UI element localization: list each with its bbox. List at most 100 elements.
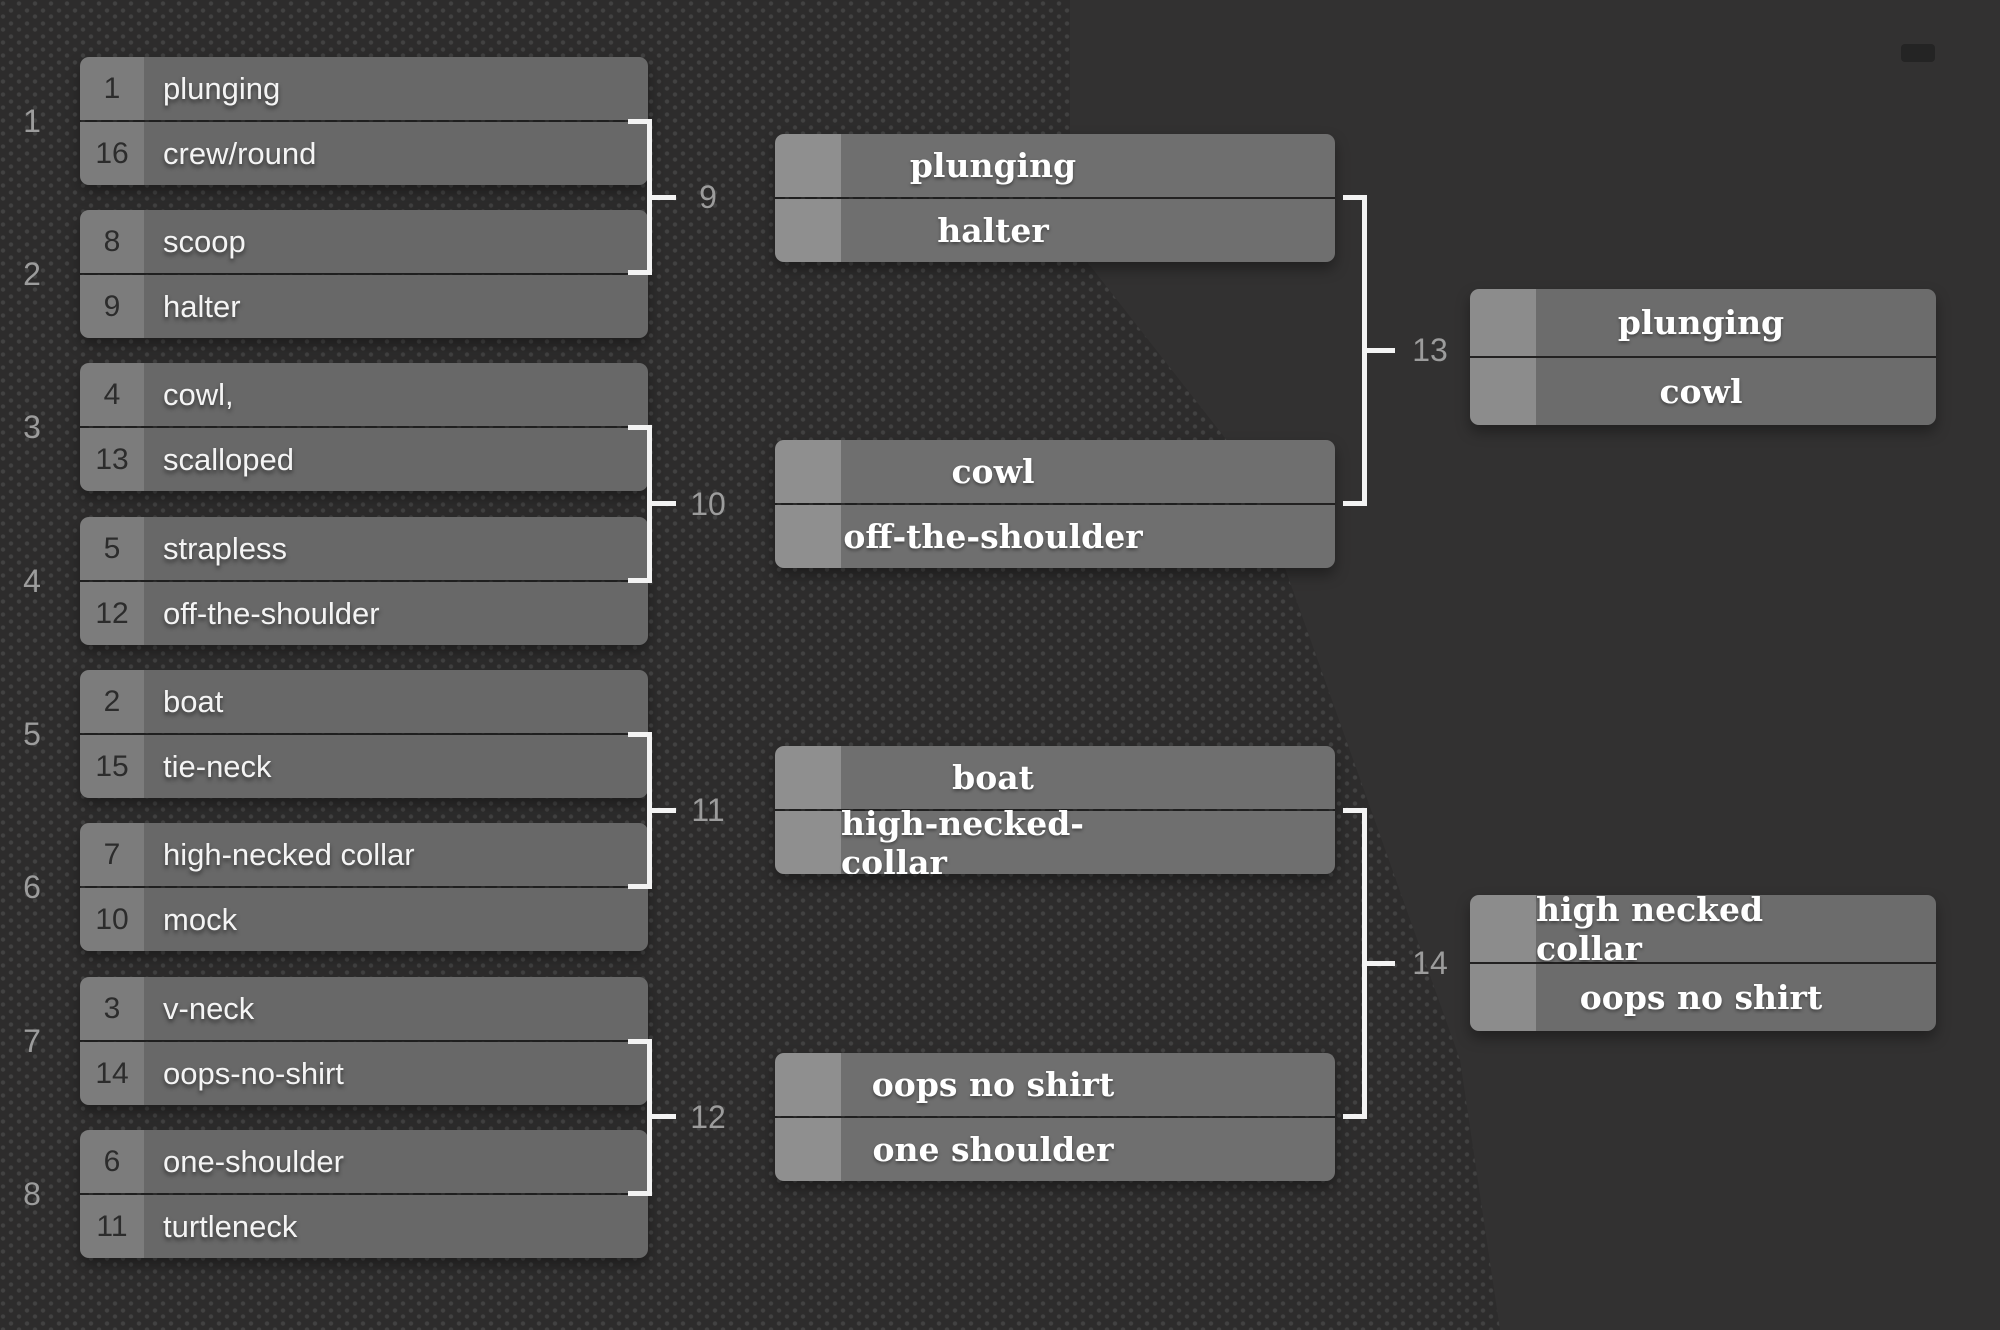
entrant-name: tie-neck bbox=[144, 735, 648, 798]
entrant-name: high-necked collar bbox=[144, 823, 648, 886]
seed-number: 3 bbox=[80, 977, 144, 1040]
bracket-slot[interactable]: cowl bbox=[1470, 356, 1936, 425]
bracket-slot[interactable]: 16 crew/round bbox=[80, 120, 648, 185]
bracket-slot[interactable]: 14 oops-no-shirt bbox=[80, 1040, 648, 1105]
connector-bracket bbox=[1343, 195, 1367, 506]
match-12: oops no shirt one shoulder bbox=[775, 1053, 1335, 1181]
entrant-name: one shoulder bbox=[841, 1118, 1335, 1181]
seed-cell-empty bbox=[775, 440, 841, 503]
entrant-name: boat bbox=[841, 746, 1335, 809]
seed-cell-empty bbox=[1470, 289, 1536, 356]
entrant-name: halter bbox=[144, 275, 648, 338]
bracket-slot[interactable]: 8 scoop bbox=[80, 210, 648, 273]
match-number-label: 13 bbox=[1412, 332, 1448, 368]
seed-number: 15 bbox=[80, 735, 144, 798]
connector-stub bbox=[650, 1114, 676, 1119]
match-10: cowl off-the-shoulder bbox=[775, 440, 1335, 568]
seed-cell-empty bbox=[1470, 358, 1536, 425]
entrant-name: off-the-shoulder bbox=[144, 582, 648, 645]
connector-bracket bbox=[628, 732, 652, 889]
entrant-name: strapless bbox=[144, 517, 648, 580]
bracket-slot[interactable]: 3 v-neck bbox=[80, 977, 648, 1040]
seed-number: 10 bbox=[80, 888, 144, 951]
bracket-slot[interactable]: 4 cowl, bbox=[80, 363, 648, 426]
bracket-slot[interactable]: 12 off-the-shoulder bbox=[80, 580, 648, 645]
bracket-slot[interactable]: plunging bbox=[775, 134, 1335, 197]
bracket-slot[interactable]: 15 tie-neck bbox=[80, 733, 648, 798]
seed-cell-empty bbox=[1470, 895, 1536, 962]
seed-number: 5 bbox=[80, 517, 144, 580]
bracket-slot[interactable]: 7 high-necked collar bbox=[80, 823, 648, 886]
connector-bracket bbox=[628, 425, 652, 583]
match-number-label: 6 bbox=[23, 869, 41, 905]
bracket-slot[interactable]: boat bbox=[775, 746, 1335, 809]
bracket-slot[interactable]: off-the-shoulder bbox=[775, 503, 1335, 568]
match-number-label: 7 bbox=[23, 1023, 41, 1059]
match-number-label: 2 bbox=[23, 256, 41, 292]
seed-cell-empty bbox=[775, 134, 841, 197]
match-14: high necked collar oops no shirt bbox=[1470, 895, 1936, 1031]
entrant-name: oops no shirt bbox=[1536, 964, 1936, 1031]
seed-number: 6 bbox=[80, 1130, 144, 1193]
bracket-slot[interactable]: cowl bbox=[775, 440, 1335, 503]
bracket-slot[interactable]: 13 scalloped bbox=[80, 426, 648, 491]
match-number-label: 10 bbox=[690, 486, 726, 522]
connector-bracket bbox=[628, 1039, 652, 1196]
bracket-slot[interactable]: one shoulder bbox=[775, 1116, 1335, 1181]
entrant-name: scoop bbox=[144, 210, 648, 273]
seed-number: 7 bbox=[80, 823, 144, 886]
connector-stub bbox=[1365, 961, 1395, 966]
match-number-label: 11 bbox=[691, 792, 725, 828]
seed-cell-empty bbox=[775, 1053, 841, 1116]
match-number-label: 1 bbox=[23, 103, 41, 139]
connector-stub bbox=[650, 501, 676, 506]
seed-number: 4 bbox=[80, 363, 144, 426]
bracket-slot[interactable]: 10 mock bbox=[80, 886, 648, 951]
match-7: 3 v-neck 14 oops-no-shirt bbox=[80, 977, 648, 1105]
seed-number: 16 bbox=[80, 122, 144, 185]
seed-cell-empty bbox=[775, 746, 841, 809]
seed-number: 13 bbox=[80, 428, 144, 491]
match-4: 5 strapless 12 off-the-shoulder bbox=[80, 517, 648, 645]
bracket-slot[interactable]: oops no shirt bbox=[775, 1053, 1335, 1116]
entrant-name: boat bbox=[144, 670, 648, 733]
bracket-slot[interactable]: oops no shirt bbox=[1470, 962, 1936, 1031]
entrant-name: mock bbox=[144, 888, 648, 951]
bracket-slot[interactable]: 9 halter bbox=[80, 273, 648, 338]
seed-cell-empty bbox=[775, 505, 841, 568]
match-3: 4 cowl, 13 scalloped bbox=[80, 363, 648, 491]
bracket-slot[interactable]: 2 boat bbox=[80, 670, 648, 733]
entrant-name: turtleneck bbox=[144, 1195, 648, 1258]
entrant-name: high necked collar bbox=[1536, 895, 1936, 968]
match-number-label: 14 bbox=[1412, 945, 1448, 981]
connector-stub bbox=[650, 808, 676, 813]
match-number-label: 3 bbox=[23, 409, 41, 445]
match-number-label: 9 bbox=[699, 179, 717, 215]
match-number-label: 4 bbox=[23, 563, 41, 599]
match-6: 7 high-necked collar 10 mock bbox=[80, 823, 648, 951]
seed-cell-empty bbox=[775, 199, 841, 262]
connector-stub bbox=[650, 195, 676, 200]
match-5: 2 boat 15 tie-neck bbox=[80, 670, 648, 798]
match-number-label: 5 bbox=[23, 716, 41, 752]
entrant-name: cowl bbox=[1536, 358, 1936, 425]
match-2: 8 scoop 9 halter bbox=[80, 210, 648, 338]
seed-number: 1 bbox=[80, 57, 144, 120]
bracket-slot[interactable]: 5 strapless bbox=[80, 517, 648, 580]
entrant-name: one-shoulder bbox=[144, 1130, 648, 1193]
bracket-slot[interactable]: 11 turtleneck bbox=[80, 1193, 648, 1258]
bracket-slot[interactable]: high-necked-collar bbox=[775, 804, 1335, 874]
match-9: plunging halter bbox=[775, 134, 1335, 262]
entrant-name: scalloped bbox=[144, 428, 648, 491]
match-number-label: 8 bbox=[23, 1176, 41, 1212]
bracket-slot[interactable]: 1 plunging bbox=[80, 57, 648, 120]
bracket-slot[interactable]: plunging bbox=[1470, 289, 1936, 356]
seed-number: 9 bbox=[80, 275, 144, 338]
bracket-slot[interactable]: 6 one-shoulder bbox=[80, 1130, 648, 1193]
bracket-slot[interactable]: high necked collar bbox=[1470, 895, 1936, 968]
bracket-slot[interactable]: halter bbox=[775, 197, 1335, 262]
entrant-name: high-necked-collar bbox=[841, 804, 1335, 874]
seed-number: 2 bbox=[80, 670, 144, 733]
seed-cell-empty bbox=[1470, 964, 1536, 1031]
corner-pill-button[interactable] bbox=[1901, 44, 1935, 62]
